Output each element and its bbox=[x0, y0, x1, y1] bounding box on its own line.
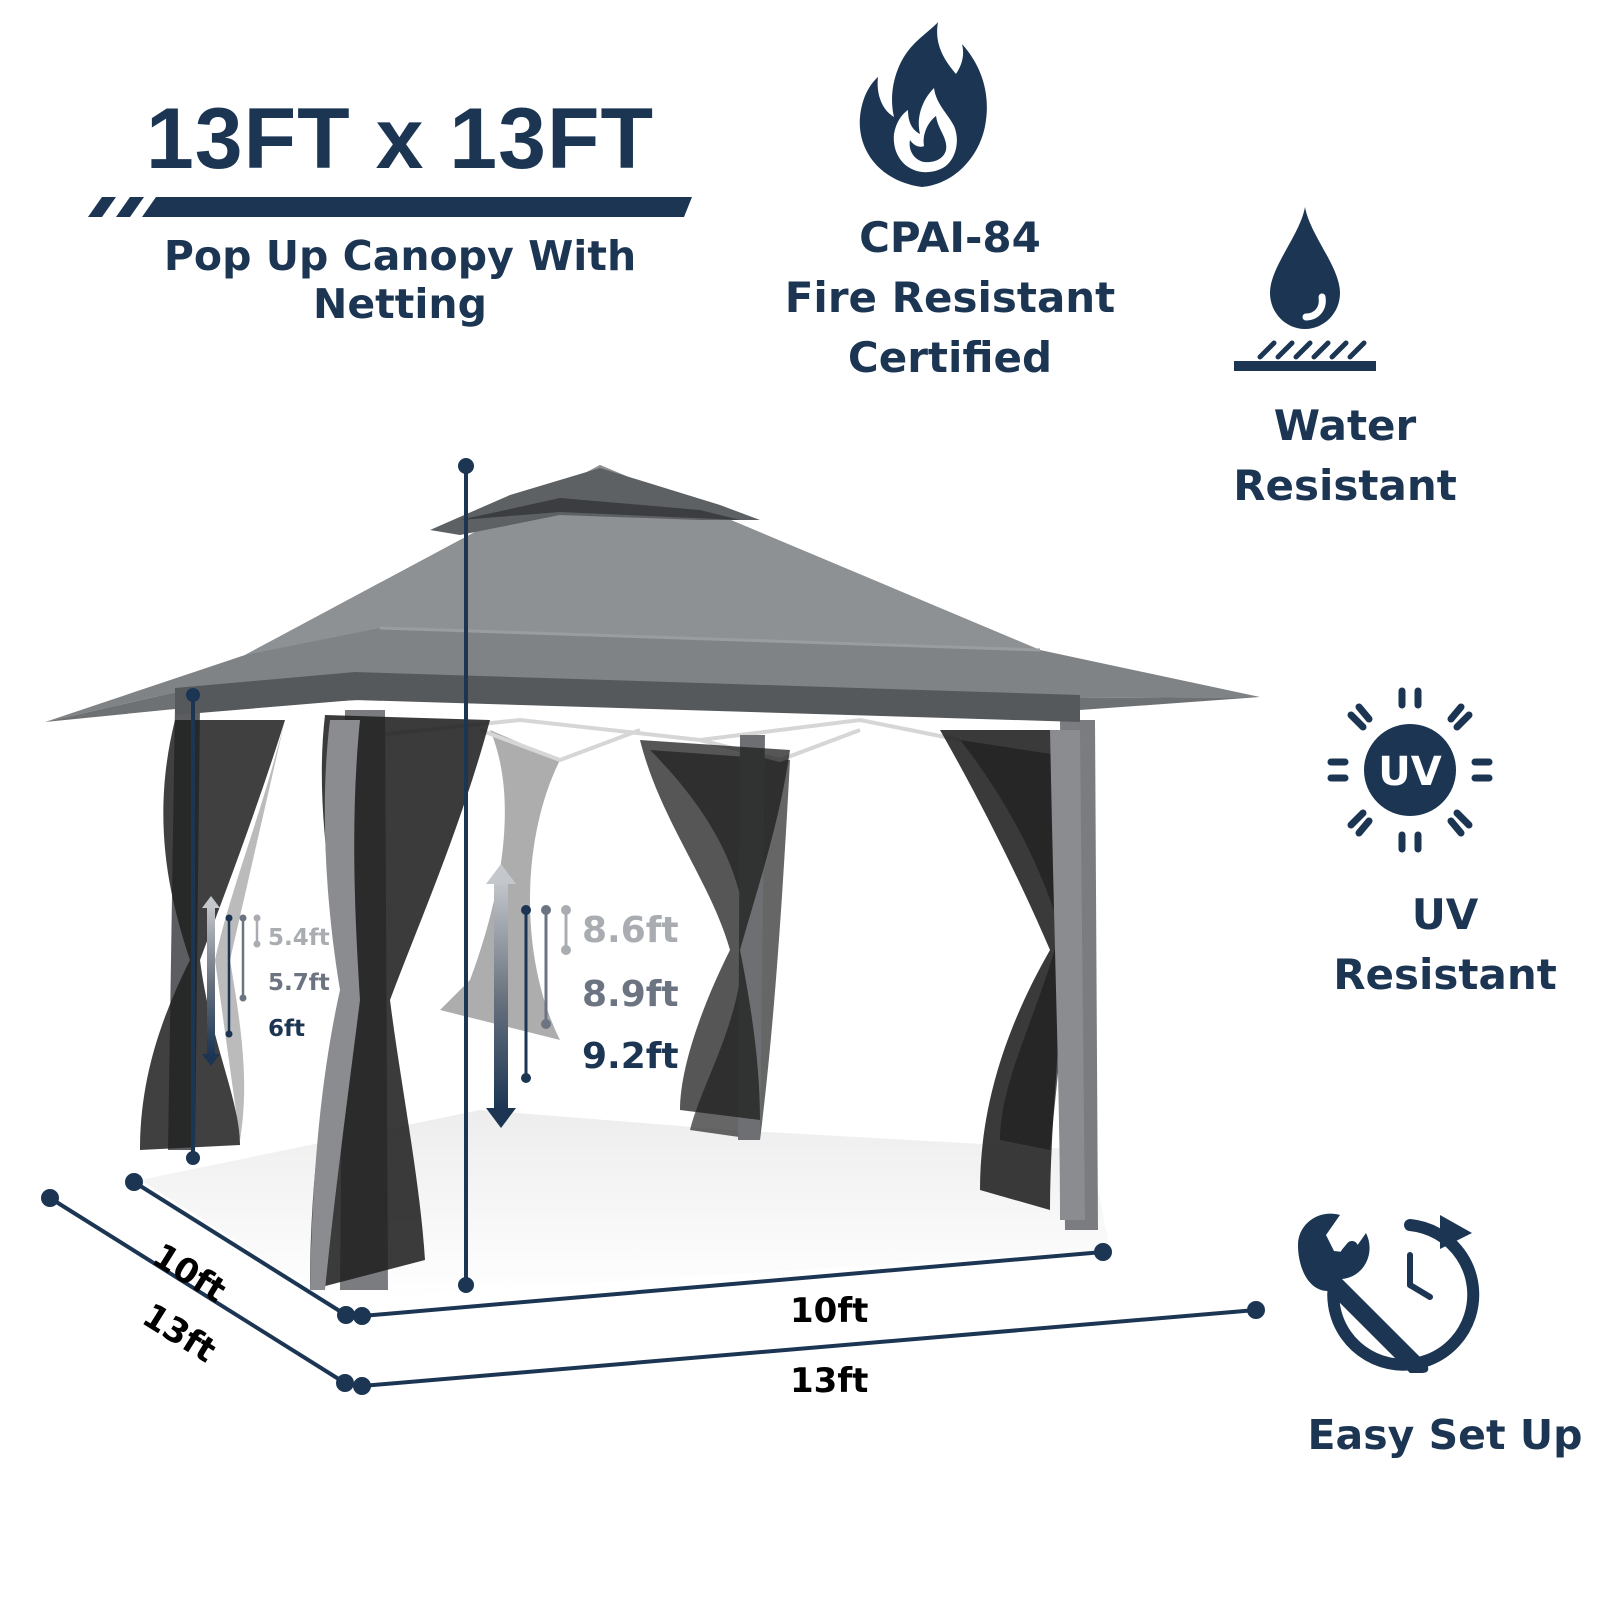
uv-label-line-2: Resistant bbox=[1333, 950, 1557, 999]
uv-label-line-1: UV bbox=[1411, 890, 1479, 939]
center-height-low: 8.6ft bbox=[582, 910, 679, 951]
floor-shadow bbox=[140, 1110, 1110, 1300]
side-height-low: 5.4ft bbox=[268, 925, 330, 951]
canopy-roof bbox=[45, 465, 1260, 722]
center-height-arrow bbox=[486, 864, 571, 1128]
outer-width-label: 13ft bbox=[790, 1361, 868, 1401]
side-height-high: 6ft bbox=[268, 1016, 305, 1042]
side-height-line bbox=[186, 688, 200, 1165]
center-height-line bbox=[458, 458, 474, 1293]
fire-label-line-2: Fire Resistant bbox=[784, 273, 1116, 322]
title-underline bbox=[88, 197, 692, 217]
uv-resistant-label: UV Resistant bbox=[1250, 885, 1600, 1005]
water-label-line-1: Water bbox=[1273, 401, 1417, 450]
water-label-line-2: Resistant bbox=[1233, 461, 1457, 510]
fire-label-line-1: CPAI-84 bbox=[859, 213, 1041, 262]
flame-icon bbox=[859, 22, 987, 187]
width-dimension-lines bbox=[353, 1243, 1265, 1395]
uv-badge-text: UV bbox=[1378, 749, 1441, 795]
fire-resistant-label: CPAI-84 Fire Resistant Certified bbox=[750, 208, 1150, 388]
fire-label-line-3: Certified bbox=[847, 333, 1053, 382]
inner-width-label: 10ft bbox=[790, 1291, 868, 1331]
side-height-arrow bbox=[202, 896, 261, 1066]
side-height-mid: 5.7ft bbox=[268, 970, 330, 996]
side-curtains bbox=[140, 715, 1085, 1290]
page-subtitle: Pop Up Canopy With Netting bbox=[163, 232, 637, 328]
easy-setup-label: Easy Set Up bbox=[1307, 1411, 1583, 1459]
page-title: 13FT x 13FT bbox=[145, 91, 655, 187]
center-height-high: 9.2ft bbox=[582, 1036, 679, 1077]
center-height-mid: 8.9ft bbox=[582, 974, 679, 1015]
uv-sun-icon: UV bbox=[1327, 687, 1493, 853]
depth-dimension-lines bbox=[41, 1173, 355, 1392]
water-resistant-label: Water Resistant bbox=[1160, 396, 1530, 516]
water-drop-icon bbox=[1234, 207, 1376, 371]
wrench-clock-icon bbox=[1298, 1213, 1480, 1373]
